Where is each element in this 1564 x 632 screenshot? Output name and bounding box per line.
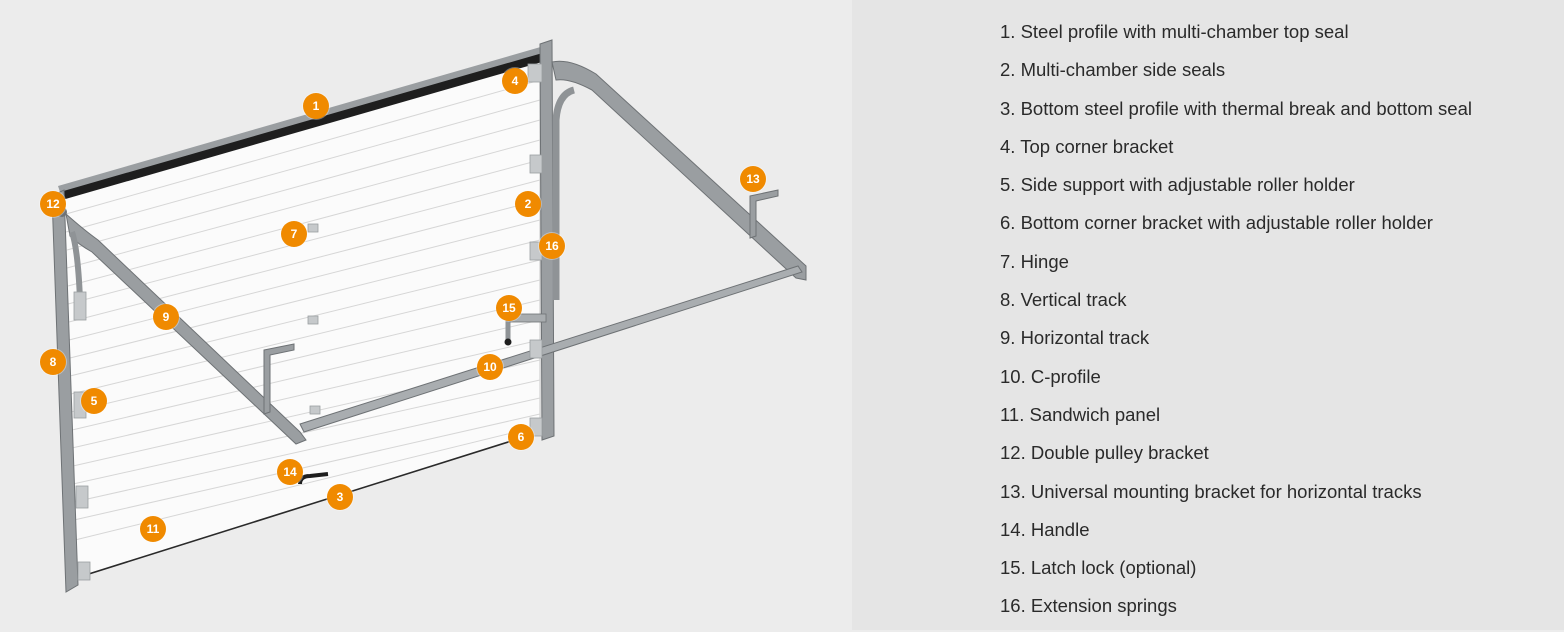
sectional-door-illustration (51, 39, 807, 593)
bottom-profile-line (75, 431, 541, 579)
handle-shape (298, 472, 329, 485)
callout-3: 3 (327, 484, 353, 510)
top-steel-profile (60, 52, 542, 200)
callout-14: 14 (277, 459, 303, 485)
callout-8: 8 (40, 349, 66, 375)
right-horizontal-track (551, 60, 807, 281)
door-diagram: 1 2 3 4 5 6 7 8 9 10 11 12 13 14 15 16 (40, 39, 807, 593)
legend-item-1: 1. Steel profile with multi-chamber top … (1000, 21, 1349, 42)
left-mounting-bracket (263, 343, 295, 415)
callout-6: 6 (508, 424, 534, 450)
legend-item-16: 16. Extension springs (1000, 595, 1177, 617)
legend-item-7: 7. Hinge (1000, 250, 1069, 272)
callout-4: 4 (502, 68, 528, 94)
callout-5: 5 (81, 388, 107, 414)
legend-item-3: 3. Bottom steel profile with thermal bre… (1000, 97, 1472, 119)
callout-12: 12 (40, 191, 66, 217)
legend-item-14: 14. Handle (1000, 518, 1090, 540)
legend-item-13: 13. Universal mounting bracket for horiz… (1000, 480, 1422, 502)
legend-item-12: 12. Double pulley bracket (1000, 442, 1209, 464)
hinge-marks (73, 63, 543, 581)
legend-item-2: 2. Multi-chamber side seals (1000, 59, 1226, 81)
legend-item-6: 6. Bottom corner bracket with adjustable… (1000, 212, 1433, 234)
right-mounting-bracket (749, 189, 779, 239)
callout-2: 2 (515, 191, 541, 217)
legend-item-8: 8. Vertical track (1000, 289, 1127, 311)
left-vertical-track (51, 189, 79, 593)
legend-item-4: 4. Top corner bracket (1000, 135, 1174, 157)
callout-1: 1 (303, 93, 329, 119)
callout-13: 13 (740, 166, 766, 192)
callout-9: 9 (153, 304, 179, 330)
callout-10: 10 (477, 354, 503, 380)
latch-lock-knob (504, 338, 512, 346)
legend-item-10: 10. C-profile (1000, 365, 1101, 387)
c-profile-bar (299, 265, 803, 433)
top-steel-profile-rim (58, 46, 546, 192)
left-track-curve (69, 231, 83, 301)
callout-16: 16 (539, 233, 565, 259)
legend-item-9: 9. Horizontal track (1000, 327, 1150, 349)
callout-15: 15 (496, 295, 522, 321)
right-inner-curve (552, 86, 576, 300)
legend-item-5: 5. Side support with adjustable roller h… (1000, 174, 1355, 196)
callout-7: 7 (281, 221, 307, 247)
callout-11: 11 (140, 516, 166, 542)
legend-item-11: 11. Sandwich panel (1000, 403, 1161, 425)
legend-item-15: 15. Latch lock (optional) (1000, 557, 1197, 579)
legend-list: 1. Steel profile with multi-chamber top … (1000, 19, 1472, 632)
legend-panel: 1. Steel profile with multi-chamber top … (852, 0, 1564, 630)
